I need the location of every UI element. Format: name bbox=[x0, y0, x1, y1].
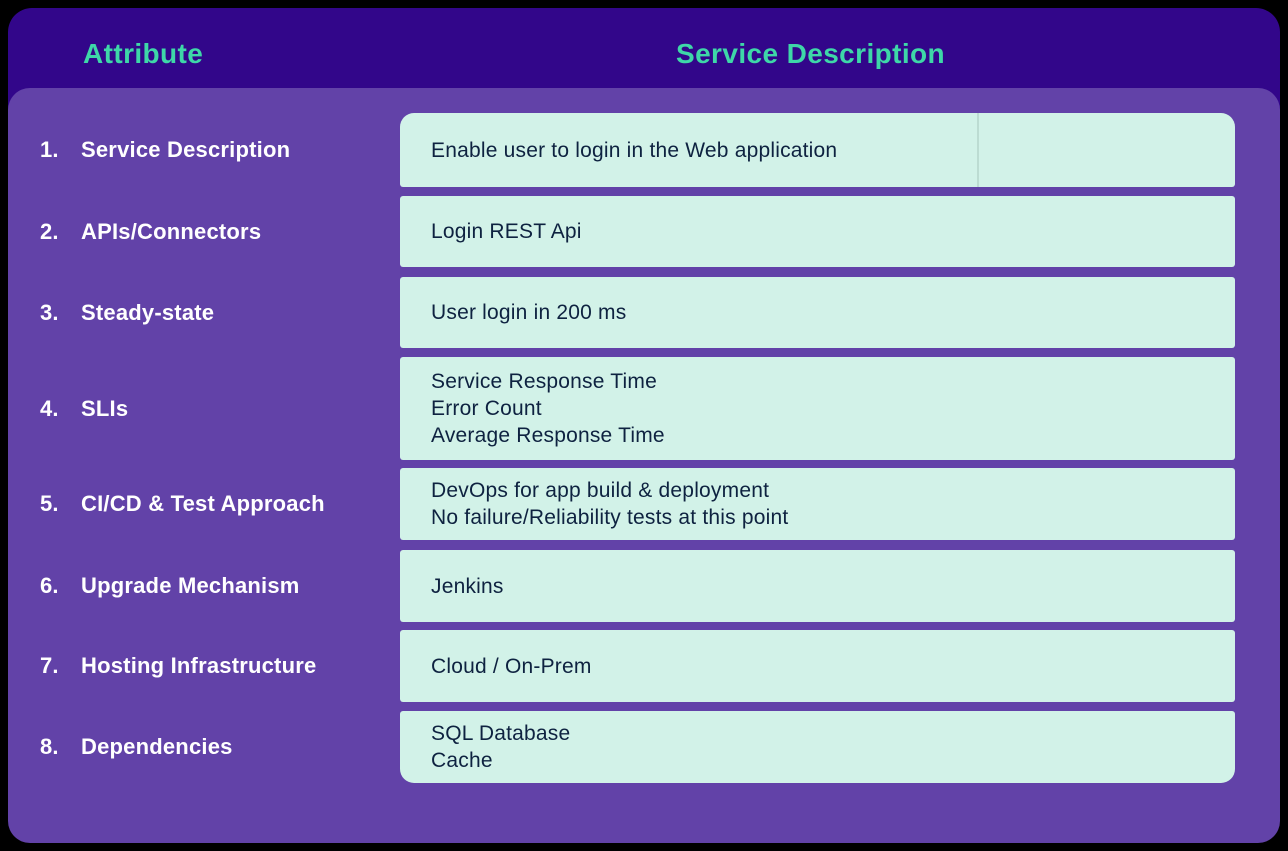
attribute-cell: 2. APIs/Connectors bbox=[40, 196, 261, 267]
value-box: User login in 200 ms bbox=[400, 277, 1235, 348]
value-line: Service Response Time bbox=[431, 370, 657, 393]
row-number: 8. bbox=[40, 734, 59, 759]
table-row-dependencies: 8. Dependencies SQL Database Cache bbox=[8, 711, 1280, 783]
value-line: DevOps for app build & deployment bbox=[431, 479, 770, 502]
value-line: Cloud / On-Prem bbox=[431, 654, 592, 678]
value-line: No failure/Reliability tests at this poi… bbox=[431, 506, 789, 529]
row-number: 7. bbox=[40, 653, 59, 678]
attribute-cell: 3. Steady-state bbox=[40, 277, 214, 348]
table-row-apis-connectors: 2. APIs/Connectors Login REST Api bbox=[8, 196, 1280, 267]
value-line: Login REST Api bbox=[431, 220, 582, 243]
row-number: 5. bbox=[40, 491, 59, 516]
value-line: Jenkins bbox=[431, 574, 504, 598]
attribute-label: Dependencies bbox=[81, 734, 233, 759]
attribute-label: Hosting Infrastructure bbox=[81, 653, 317, 678]
value-line: Average Response Time bbox=[431, 424, 665, 447]
value-line: Cache bbox=[431, 749, 493, 772]
attribute-label: APIs/Connectors bbox=[81, 218, 262, 244]
table-body: 1. Service Description Enable user to lo… bbox=[8, 88, 1280, 843]
value-box: DevOps for app build & deployment No fai… bbox=[400, 468, 1235, 540]
value-line: Error Count bbox=[431, 397, 542, 420]
value-box: Cloud / On-Prem bbox=[400, 630, 1235, 702]
value-box: Enable user to login in the Web applicat… bbox=[400, 113, 1235, 187]
attribute-cell: 8. Dependencies bbox=[40, 711, 233, 783]
attribute-cell: 4. SLIs bbox=[40, 357, 128, 460]
value-line: Enable user to login in the Web applicat… bbox=[431, 138, 838, 162]
row-number: 1. bbox=[40, 137, 59, 162]
value-box: SQL Database Cache bbox=[400, 711, 1235, 783]
cell-divider bbox=[977, 113, 979, 187]
row-number: 6. bbox=[40, 573, 59, 598]
row-number: 2. bbox=[40, 218, 59, 244]
attribute-label: SLIs bbox=[81, 395, 129, 421]
attribute-label: Steady-state bbox=[81, 299, 215, 325]
attribute-cell: 1. Service Description bbox=[40, 113, 290, 187]
row-number: 3. bbox=[40, 299, 59, 325]
attribute-cell: 7. Hosting Infrastructure bbox=[40, 630, 316, 702]
value-box: Jenkins bbox=[400, 550, 1235, 622]
value-box: Login REST Api bbox=[400, 196, 1235, 267]
value-box: Service Response Time Error Count Averag… bbox=[400, 357, 1235, 460]
table-row-steady-state: 3. Steady-state User login in 200 ms bbox=[8, 277, 1280, 348]
service-description-column-header: Service Description bbox=[676, 38, 946, 69]
attribute-column-header: Attribute bbox=[83, 38, 204, 69]
row-number: 4. bbox=[40, 395, 59, 421]
table-row-hosting-infrastructure: 7. Hosting Infrastructure Cloud / On-Pre… bbox=[8, 630, 1280, 702]
value-line: SQL Database bbox=[431, 722, 571, 745]
attribute-label: CI/CD & Test Approach bbox=[81, 491, 325, 516]
table-row-upgrade-mechanism: 6. Upgrade Mechanism Jenkins bbox=[8, 550, 1280, 622]
table-row-slis: 4. SLIs Service Response Time Error Coun… bbox=[8, 357, 1280, 460]
attribute-label: Upgrade Mechanism bbox=[81, 573, 300, 598]
attribute-cell: 5. CI/CD & Test Approach bbox=[40, 468, 325, 540]
value-line: User login in 200 ms bbox=[431, 301, 627, 324]
table-row-service-description: 1. Service Description Enable user to lo… bbox=[8, 113, 1280, 187]
attribute-cell: 6. Upgrade Mechanism bbox=[40, 550, 300, 622]
attribute-label: Service Description bbox=[81, 137, 291, 162]
table-row-cicd-test-approach: 5. CI/CD & Test Approach DevOps for app … bbox=[8, 468, 1280, 540]
